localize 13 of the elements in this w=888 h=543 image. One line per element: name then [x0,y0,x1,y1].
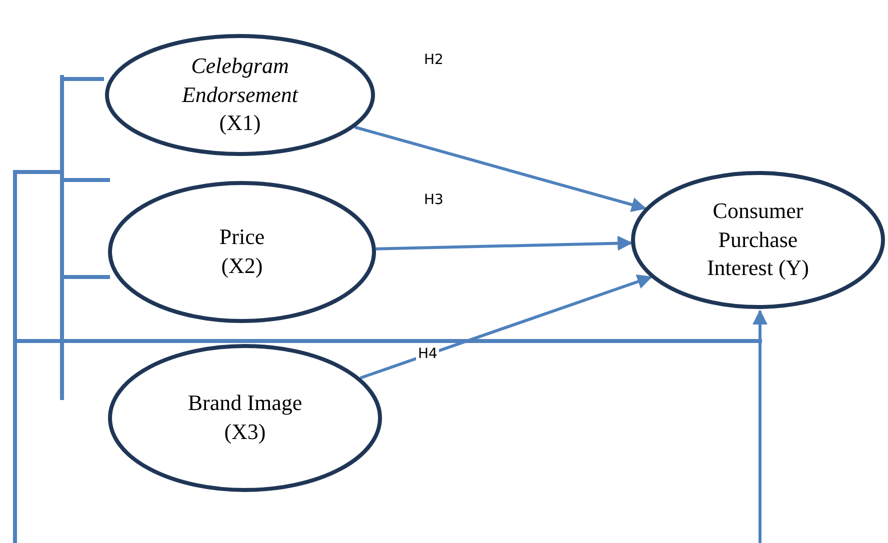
arrow [752,310,768,543]
hypothesis-label: H4 [416,347,440,362]
variable-ellipse [105,34,375,156]
arrow [354,126,647,212]
variable-label: Consumer Purchase Interest (Y) [706,197,810,282]
variable-label: Celebgram Endorsement (X1) [180,52,300,138]
variable-label: Brand Image (X3) [186,389,304,446]
variable-ellipse [108,181,376,323]
variable-ellipse [108,344,382,492]
arrow [360,274,652,380]
variable-label: Price (X2) [218,223,266,280]
variable-ellipse [631,171,885,309]
arrow [376,236,633,251]
